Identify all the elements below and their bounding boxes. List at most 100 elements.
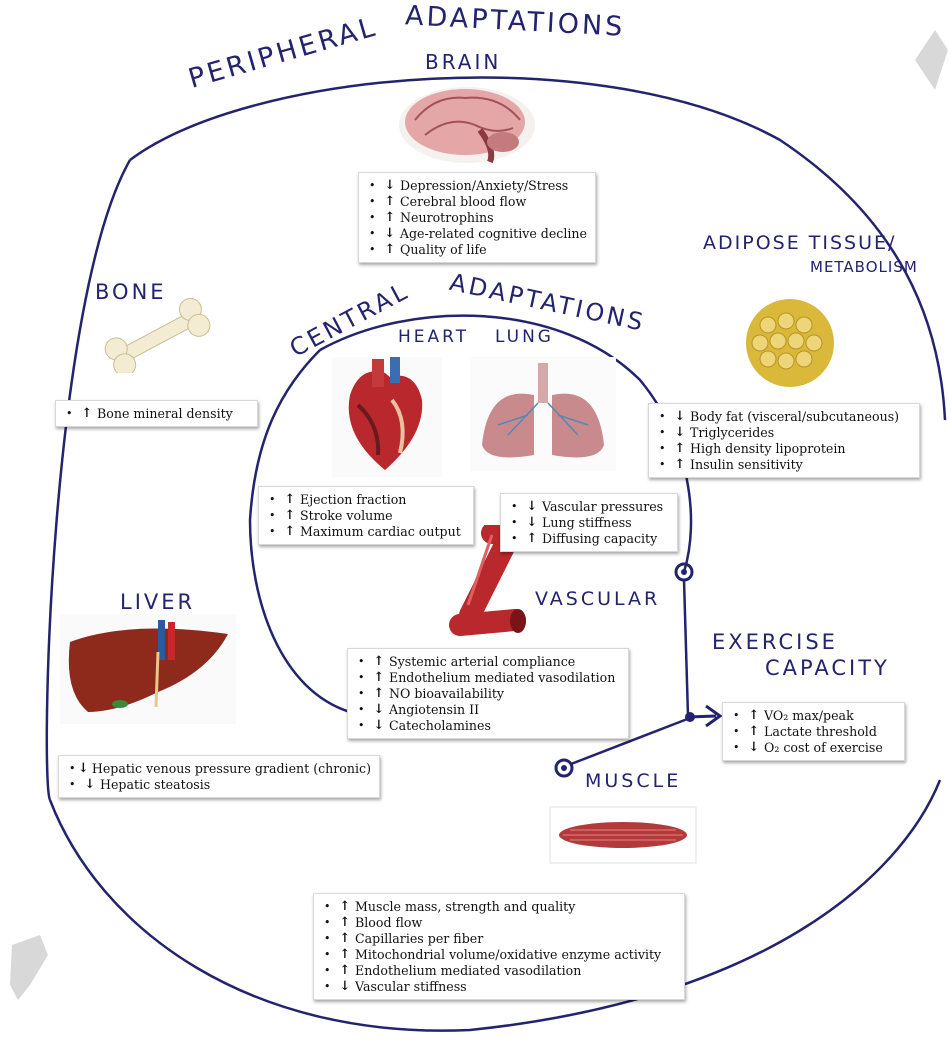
bullet-icon: • — [369, 178, 383, 194]
adipose-effect-text: High density lipoprotein — [690, 441, 846, 457]
bullet-icon: • — [324, 979, 338, 995]
brain-effect-text: Age-related cognitive decline — [400, 226, 587, 242]
arrow-up-icon: ↑ — [283, 492, 297, 508]
vascular-effect-text: Systemic arterial compliance — [389, 654, 575, 670]
muscle-effect-text: Muscle mass, strength and quality — [355, 899, 575, 915]
arrow-up-icon: ↑ — [383, 194, 397, 210]
adipose-effects-card: •↓Body fat (visceral/subcutaneous)•↓Trig… — [648, 403, 920, 478]
vascular-effect-text: Catecholamines — [389, 718, 491, 734]
liver-effect-item: •↓Hepatic steatosis — [69, 777, 371, 793]
heart-effect-text: Stroke volume — [300, 508, 393, 524]
arrow-up-icon: ↑ — [338, 899, 352, 915]
muscle-effect-text: Vascular stiffness — [355, 979, 467, 995]
arrow-up-icon: ↑ — [383, 242, 397, 258]
vascular-effects-card: •↑Systemic arterial compliance•↑Endothel… — [347, 648, 629, 739]
lung-effect-item: •↑Diffusing capacity — [511, 531, 669, 547]
heart-effect-text: Maximum cardiac output — [300, 524, 461, 540]
arrow-up-icon: ↑ — [372, 686, 386, 702]
arrow-down-icon: ↓ — [525, 499, 539, 515]
bullet-icon: • — [659, 409, 673, 425]
adipose-title-line1: ADIPOSE TISSUE/ — [703, 232, 896, 254]
arrow-down-icon: ↓ — [78, 761, 89, 777]
lung-effect-text: Vascular pressures — [542, 499, 663, 515]
arrow-up-icon: ↑ — [283, 508, 297, 524]
lung-effect-text: Lung stiffness — [542, 515, 632, 531]
exercise-capacity-effects-card: •↑VO₂ max/peak•↑Lactate threshold•↓O₂ co… — [722, 702, 905, 761]
bullet-icon: • — [358, 686, 372, 702]
heart-title: HEART — [398, 327, 469, 347]
brain-icon — [395, 80, 545, 170]
vascular-effect-text: Endothelium mediated vasodilation — [389, 670, 615, 686]
bullet-icon: • — [69, 777, 83, 793]
adipose-effect-item: •↓Triglycerides — [659, 425, 911, 441]
brain-effect-item: •↑Cerebral blood flow — [369, 194, 587, 210]
lung-effects-card: •↓Vascular pressures•↓Lung stiffness•↑Di… — [500, 493, 678, 552]
arrow-down-icon: ↓ — [383, 226, 397, 242]
bullet-icon: • — [511, 499, 525, 515]
heart-effect-item: •↑Ejection fraction — [269, 492, 465, 508]
arrow-up-icon: ↑ — [338, 963, 352, 979]
arrow-down-icon: ↓ — [338, 979, 352, 995]
arrow-up-icon: ↑ — [338, 947, 352, 963]
arrow-down-icon: ↓ — [383, 178, 397, 194]
arrow-up-icon: ↑ — [338, 931, 352, 947]
bullet-icon: • — [269, 508, 283, 524]
exercise-effect-text: VO₂ max/peak — [764, 708, 854, 724]
brain-effect-item: •↑Neurotrophins — [369, 210, 587, 226]
muscle-effect-item: •↑Endothelium mediated vasodilation — [324, 963, 676, 979]
brain-effect-text: Depression/Anxiety/Stress — [400, 178, 568, 194]
bullet-icon: • — [733, 724, 747, 740]
heart-effects-card: •↑Ejection fraction•↑Stroke volume•↑Maxi… — [258, 486, 474, 545]
brain-effect-text: Neurotrophins — [400, 210, 494, 226]
adipose-effect-text: Triglycerides — [690, 425, 774, 441]
bullet-icon: • — [324, 931, 338, 947]
heart-effect-item: •↑Stroke volume — [269, 508, 465, 524]
muscle-effects-card: •↑Muscle mass, strength and quality•↑Blo… — [313, 893, 685, 1000]
exercise-title-line2: CAPACITY — [765, 656, 890, 680]
muscle-effect-text: Capillaries per fiber — [355, 931, 483, 947]
lung-title: LUNG — [495, 327, 554, 347]
bullet-icon: • — [69, 761, 78, 777]
arrow-up-icon: ↑ — [283, 524, 297, 540]
brain-effect-text: Cerebral blood flow — [400, 194, 526, 210]
bone-effects-card: •↑Bone mineral density — [55, 400, 258, 427]
bullet-icon: • — [659, 425, 673, 441]
heart-effect-item: •↑Maximum cardiac output — [269, 524, 465, 540]
brain-effect-item: •↑Quality of life — [369, 242, 587, 258]
vascular-title: VASCULAR — [535, 588, 660, 610]
bullet-icon: • — [324, 899, 338, 915]
lung-effect-item: •↓Vascular pressures — [511, 499, 669, 515]
bullet-icon: • — [324, 963, 338, 979]
exercise-effect-item: •↑VO₂ max/peak — [733, 708, 896, 724]
adipose-effect-item: •↑Insulin sensitivity — [659, 457, 911, 473]
bullet-icon: • — [659, 457, 673, 473]
exercise-effect-item: •↓O₂ cost of exercise — [733, 740, 896, 756]
vascular-effect-item: •↑NO bioavailability — [358, 686, 620, 702]
bullet-icon: • — [511, 515, 525, 531]
watermark-top-right — [915, 30, 948, 90]
vascular-effect-item: •↑Endothelium mediated vasodilation — [358, 670, 620, 686]
arrow-up-icon: ↑ — [372, 670, 386, 686]
bullet-icon: • — [369, 242, 383, 258]
watermark-bottom-left — [10, 935, 48, 1000]
arrow-down-icon: ↓ — [372, 718, 386, 734]
vascular-effect-item: •↑Systemic arterial compliance — [358, 654, 620, 670]
muscle-effect-item: •↑Mitochondrial volume/oxidative enzyme … — [324, 947, 676, 963]
liver-effect-item: •↓Hepatic venous pressure gradient (chro… — [69, 761, 371, 777]
bullet-icon: • — [358, 670, 372, 686]
brain-effect-item: •↓Age-related cognitive decline — [369, 226, 587, 242]
adipose-effect-text: Insulin sensitivity — [690, 457, 803, 473]
connector-central-line — [684, 580, 688, 716]
adipose-tissue-icon — [730, 295, 850, 395]
arrow-up-icon: ↑ — [525, 531, 539, 547]
muscle-effect-item: •↓Vascular stiffness — [324, 979, 676, 995]
bullet-icon: • — [369, 226, 383, 242]
arrow-up-icon: ↑ — [747, 724, 761, 740]
liver-title: LIVER — [120, 590, 195, 614]
muscle-effect-text: Endothelium mediated vasodilation — [355, 963, 581, 979]
adipose-effect-text: Body fat (visceral/subcutaneous) — [690, 409, 899, 425]
arrow-down-icon: ↓ — [673, 409, 687, 425]
vascular-effect-item: •↓Catecholamines — [358, 718, 620, 734]
liver-effects-card: •↓Hepatic venous pressure gradient (chro… — [58, 755, 380, 798]
adipose-effect-item: •↑High density lipoprotein — [659, 441, 911, 457]
